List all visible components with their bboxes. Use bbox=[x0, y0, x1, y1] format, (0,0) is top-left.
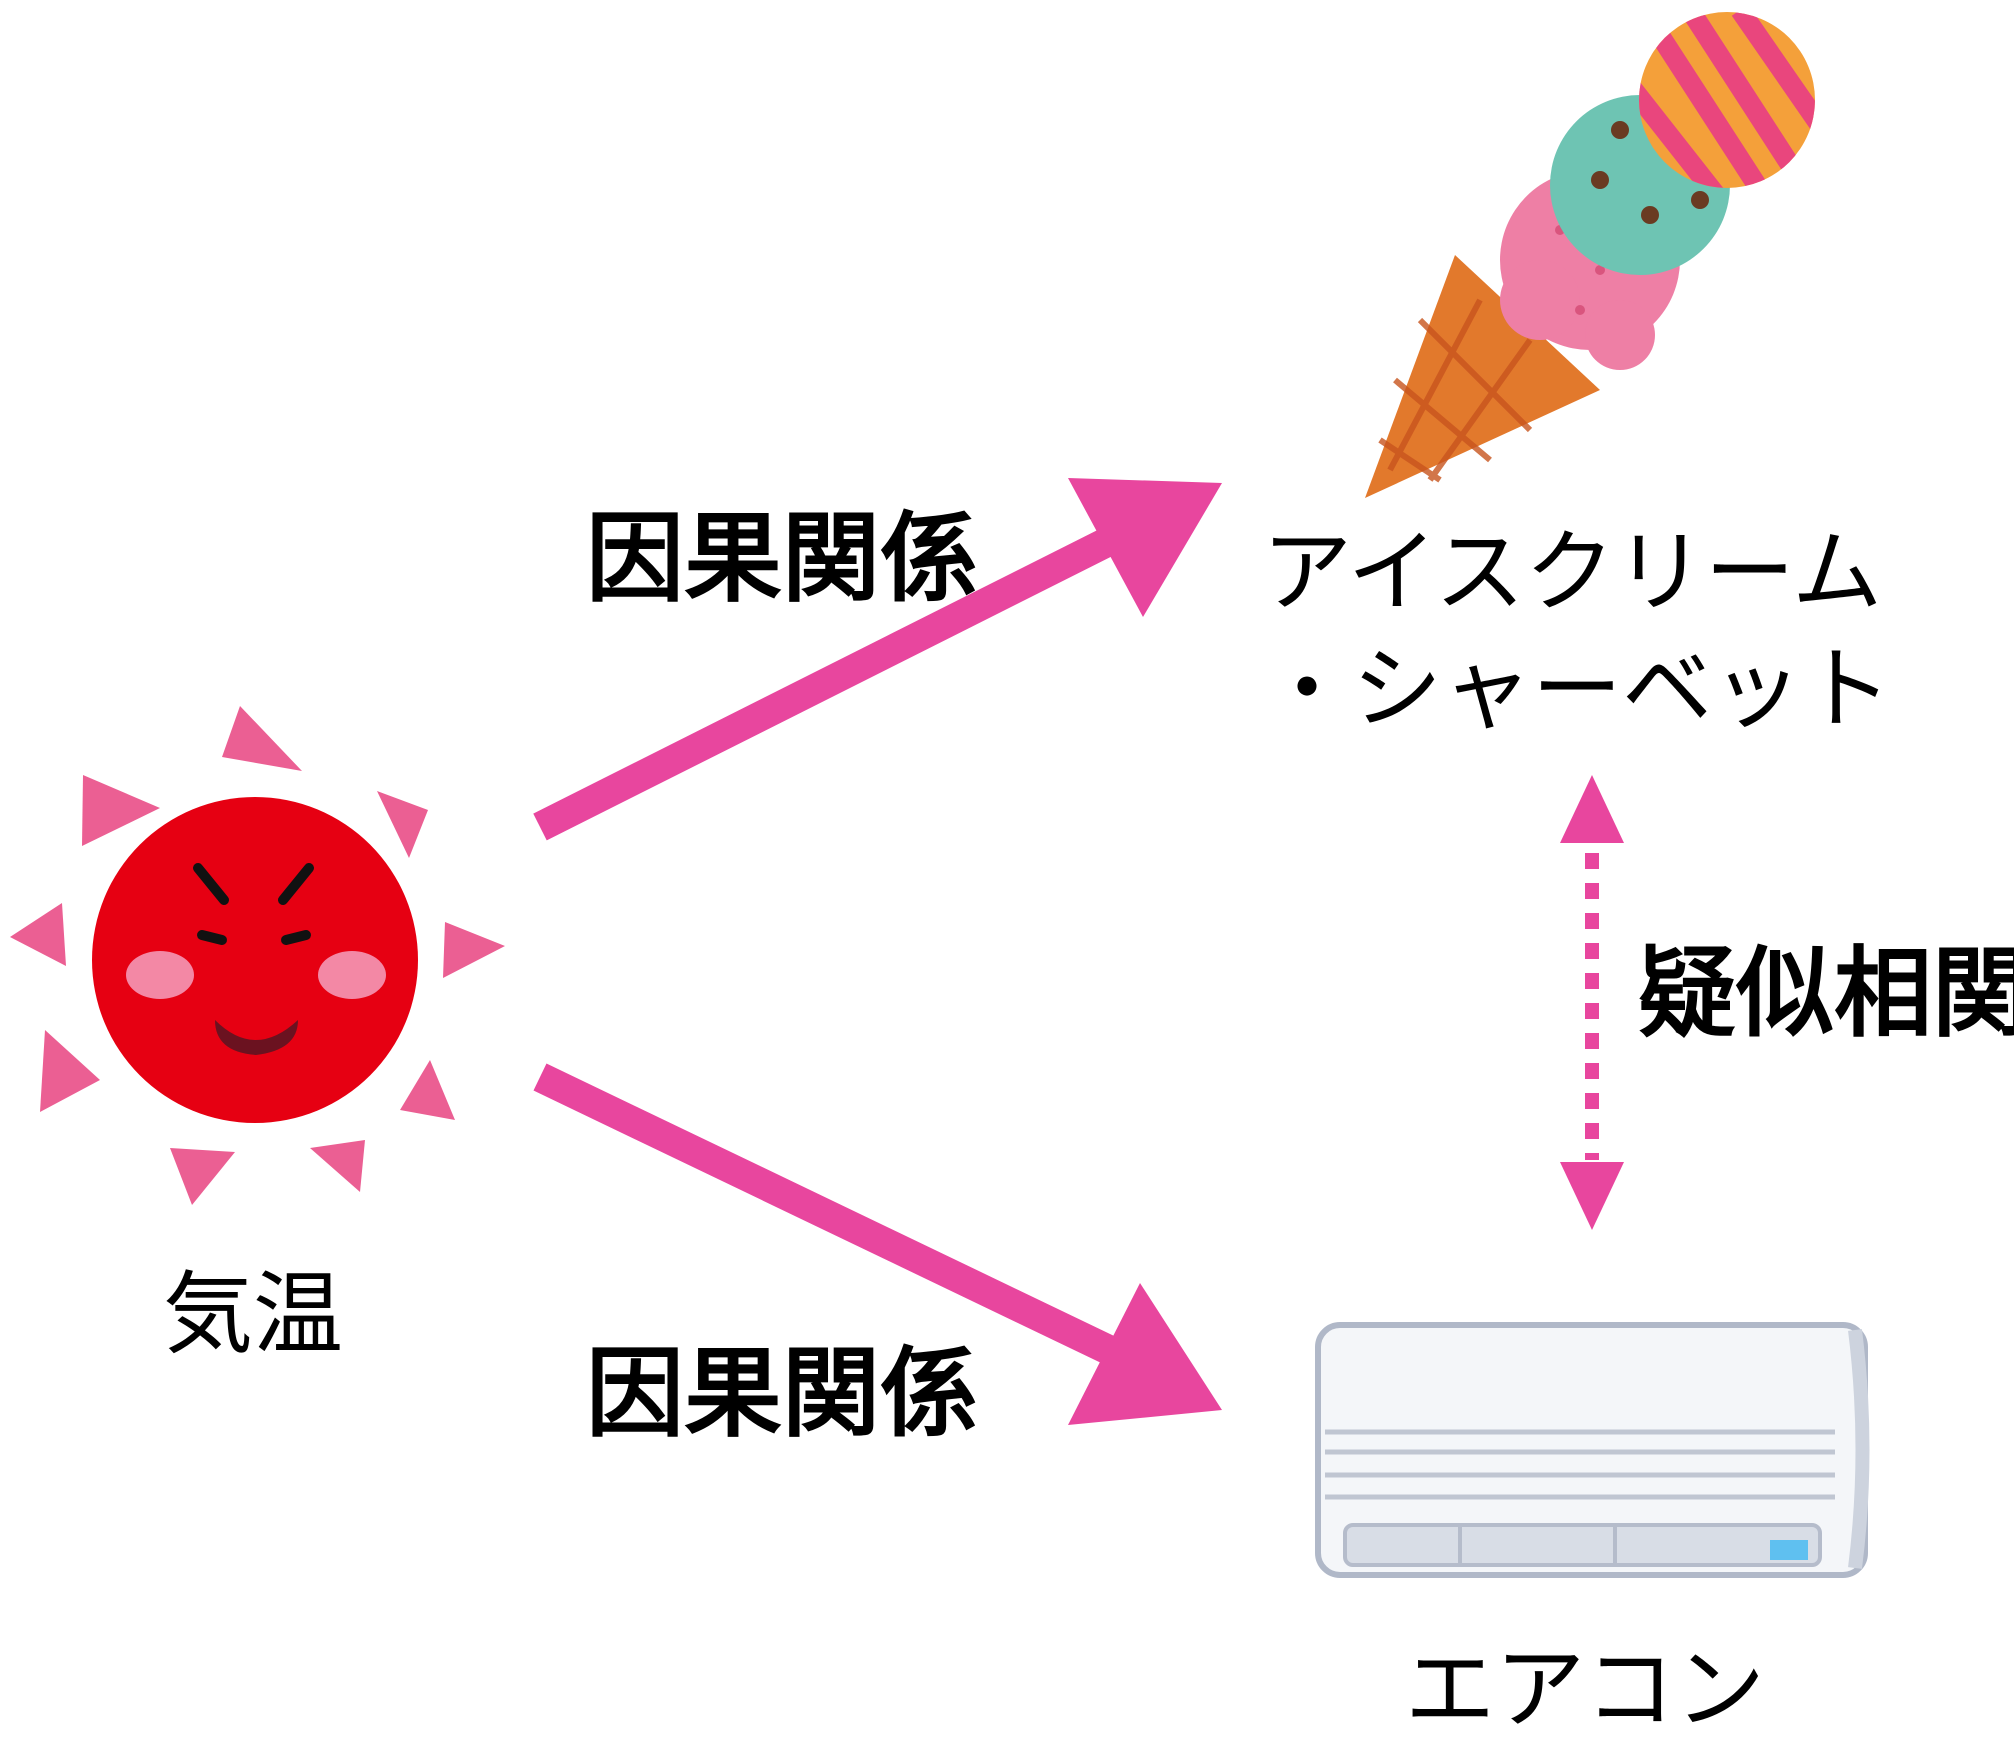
label-aircon: エアコン bbox=[1405, 1637, 1765, 1742]
air-conditioner-icon bbox=[1315, 1322, 1870, 1578]
sun-cheeks bbox=[126, 951, 386, 999]
sun-eyes bbox=[193, 863, 314, 945]
sun-rays bbox=[10, 706, 505, 1205]
label-icecream-line2: ・シャーベット bbox=[1262, 637, 1892, 742]
arrow-causal-top bbox=[533, 478, 1222, 841]
arrow-spurious bbox=[1560, 775, 1624, 1230]
ice-cream-cone-icon bbox=[1365, 12, 1815, 498]
sun-icon bbox=[10, 706, 505, 1205]
label-temperature: 気温 bbox=[163, 1262, 343, 1367]
sun-face bbox=[92, 797, 418, 1123]
label-causal-bottom: 因果関係 bbox=[586, 1337, 979, 1451]
label-spurious: 疑似相関 bbox=[1638, 937, 2014, 1051]
sun-mouth bbox=[215, 1020, 298, 1055]
label-causal-top: 因果関係 bbox=[586, 502, 979, 616]
arrow-causal-bottom bbox=[533, 1063, 1222, 1425]
label-icecream-line1: アイスクリーム bbox=[1262, 520, 1883, 625]
